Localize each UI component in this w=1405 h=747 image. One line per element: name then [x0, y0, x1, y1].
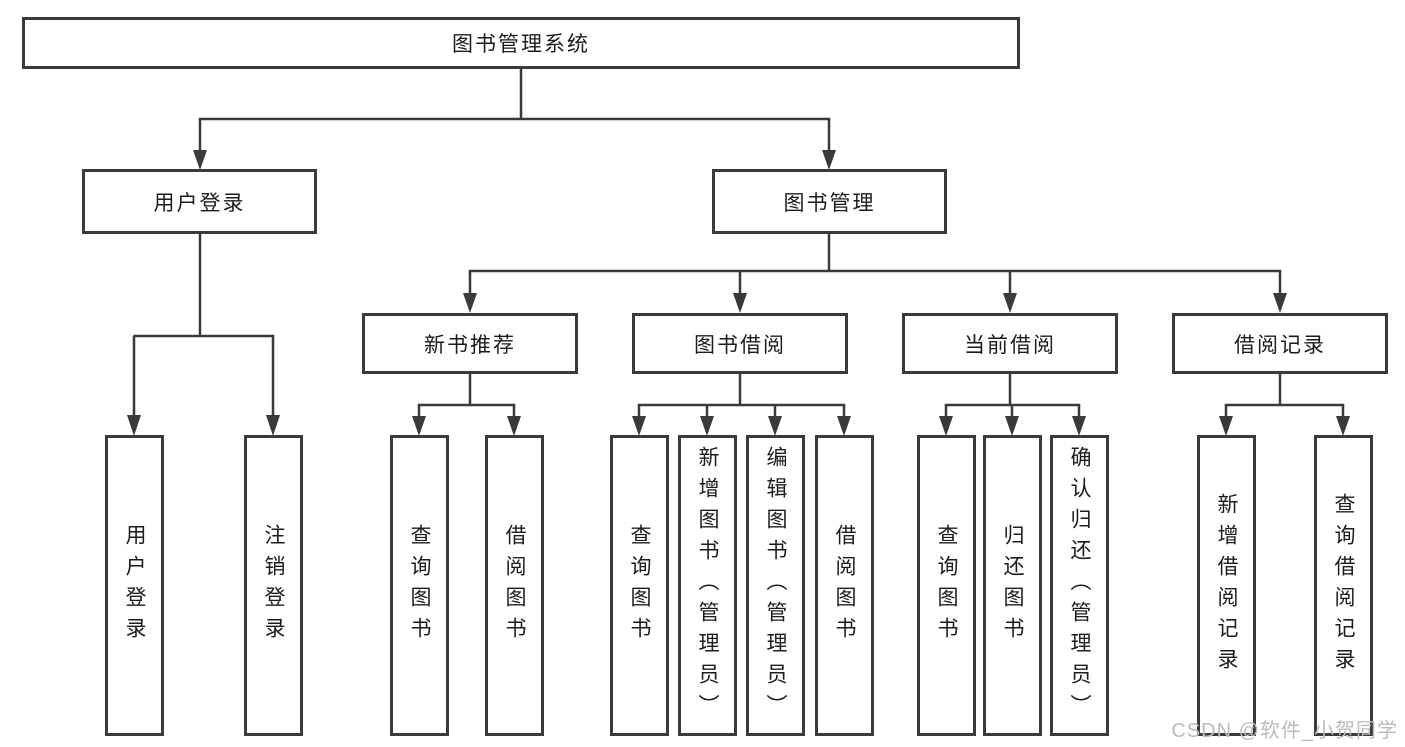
leaf-borrow-books-recommend: 借阅图书	[485, 435, 544, 736]
leaf-edit-books-admin: 编辑图书（管理员）	[746, 435, 805, 736]
leaf-query-books-borrow: 查询图书	[610, 435, 669, 736]
node-new-book-recommend: 新书推荐	[362, 313, 578, 374]
node-current-borrow: 当前借阅	[902, 313, 1118, 374]
leaf-query-books-recommend: 查询图书	[390, 435, 449, 736]
leaf-user-login: 用户登录	[105, 435, 164, 736]
leaf-add-borrow-record: 新增借阅记录	[1197, 435, 1256, 736]
node-root-library-management-system: 图书管理系统	[22, 17, 1020, 69]
leaf-logout: 注销登录	[244, 435, 303, 736]
node-user-login: 用户登录	[82, 169, 317, 234]
leaf-confirm-return-admin: 确认归还（管理员）	[1050, 435, 1109, 736]
leaf-query-borrow-record: 查询借阅记录	[1314, 435, 1373, 736]
node-book-management: 图书管理	[712, 169, 947, 234]
leaf-query-books-current: 查询图书	[917, 435, 976, 736]
arrowheads	[127, 150, 1350, 436]
leaf-add-books-admin: 新增图书（管理员）	[678, 435, 737, 736]
node-book-borrow: 图书借阅	[632, 313, 848, 374]
csdn-watermark: CSDN @软件_小贺同学	[1171, 720, 1398, 742]
node-borrow-records: 借阅记录	[1172, 313, 1388, 374]
leaf-borrow-books: 借阅图书	[815, 435, 874, 736]
leaf-return-books: 归还图书	[983, 435, 1042, 736]
